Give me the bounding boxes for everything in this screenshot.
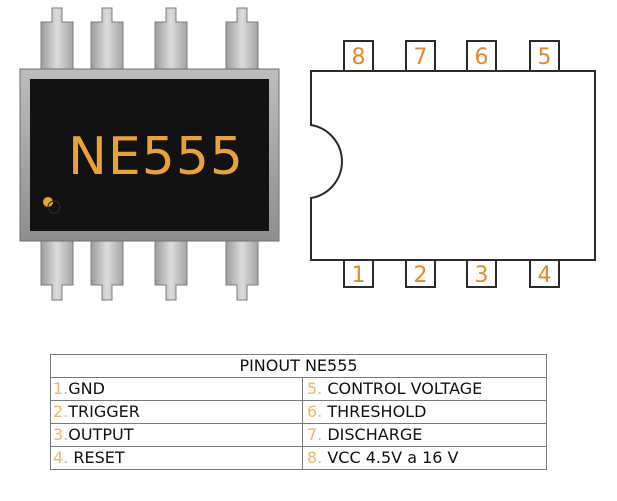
- pin-index: 8.: [307, 448, 323, 467]
- table-title: PINOUT NE555: [50, 354, 547, 378]
- pin-index: 1.: [53, 379, 69, 398]
- pin1-dot: [43, 197, 53, 207]
- pin-function: VCC 4.5V a 16 V: [327, 448, 459, 467]
- table-row: 1.GND 5. CONTROL VOLTAGE: [50, 377, 547, 401]
- pin-number: 3: [475, 263, 489, 288]
- pinout-table: PINOUT NE555 1.GND 5. CONTROL VOLTAGE 2.…: [50, 354, 547, 470]
- pin-number: 8: [352, 45, 366, 70]
- pin-function: CONTROL VOLTAGE: [327, 379, 483, 398]
- pin-cell: 7. DISCHARGE: [302, 423, 547, 447]
- chip-pin: [225, 237, 259, 301]
- pin-index: 5.: [307, 379, 323, 398]
- pin-index: 6.: [307, 402, 323, 421]
- pin-index: 4.: [53, 448, 69, 467]
- pin-index: 7.: [307, 425, 323, 444]
- table-row: 4. RESET 8. VCC 4.5V a 16 V: [50, 446, 547, 470]
- pin-cell: 3.OUTPUT: [50, 423, 303, 447]
- chip-pin: [40, 7, 74, 74]
- chip-pin: [40, 237, 74, 301]
- chip-package: NE555: [19, 7, 280, 301]
- pin-number: 7: [414, 45, 428, 70]
- table-header-row: PINOUT NE555: [50, 354, 547, 378]
- ic-outline: [310, 70, 596, 261]
- chip-pin: [225, 7, 259, 74]
- schematic-bottom-pins: 1 2 3 4: [343, 259, 560, 288]
- schematic-top-pins: 8 7 6 5: [343, 40, 560, 72]
- pin-function: TRIGGER: [68, 402, 140, 421]
- pin-function: THRESHOLD: [327, 402, 427, 421]
- pin-cell: 8. VCC 4.5V a 16 V: [302, 446, 547, 470]
- chip-pin: [154, 7, 188, 74]
- pin-function: GND: [68, 379, 105, 398]
- pin-number: 1: [352, 263, 366, 288]
- pin1-dimple: [47, 200, 61, 214]
- pin-cell: 6. THRESHOLD: [302, 400, 547, 424]
- pin-function: DISCHARGE: [327, 425, 423, 444]
- pin-cell: 4. RESET: [50, 446, 303, 470]
- chip-top-pins: [40, 7, 259, 74]
- pin-index: 3.: [53, 425, 69, 444]
- ic-schematic: 8 7 6 5 1 2 3 4: [310, 40, 596, 288]
- pin-cell: 2.TRIGGER: [50, 400, 303, 424]
- pin-cell: 5. CONTROL VOLTAGE: [302, 377, 547, 401]
- pin-box: [529, 40, 560, 72]
- pin-index: 2.: [53, 402, 69, 421]
- table-row: 2.TRIGGER 6. THRESHOLD: [50, 400, 547, 424]
- chip-marking: NE555: [68, 127, 244, 187]
- pin-box: [405, 40, 436, 72]
- pin-number: 6: [475, 45, 489, 70]
- pin-box: [466, 259, 497, 288]
- chip-pin: [154, 237, 188, 301]
- pin-number: 5: [538, 45, 552, 70]
- pin-function: OUTPUT: [68, 425, 134, 444]
- pin-number: 4: [538, 263, 552, 288]
- pin-box: [343, 259, 374, 288]
- pin-cell: 1.GND: [50, 377, 303, 401]
- pin-box: [405, 259, 436, 288]
- pin-function: RESET: [73, 448, 125, 467]
- pinout-diagram: NE555 8 7 6 5 1 2 3 4: [19, 7, 596, 301]
- table-row: 3.OUTPUT 7. DISCHARGE: [50, 423, 547, 447]
- pin-box: [343, 40, 374, 72]
- pin-box: [529, 259, 560, 288]
- chip-pin: [90, 7, 124, 74]
- chip-bottom-pins: [40, 237, 259, 301]
- pin-box: [466, 40, 497, 72]
- chip-body: [30, 79, 269, 231]
- pin-number: 2: [414, 263, 428, 288]
- chip-pin: [90, 237, 124, 301]
